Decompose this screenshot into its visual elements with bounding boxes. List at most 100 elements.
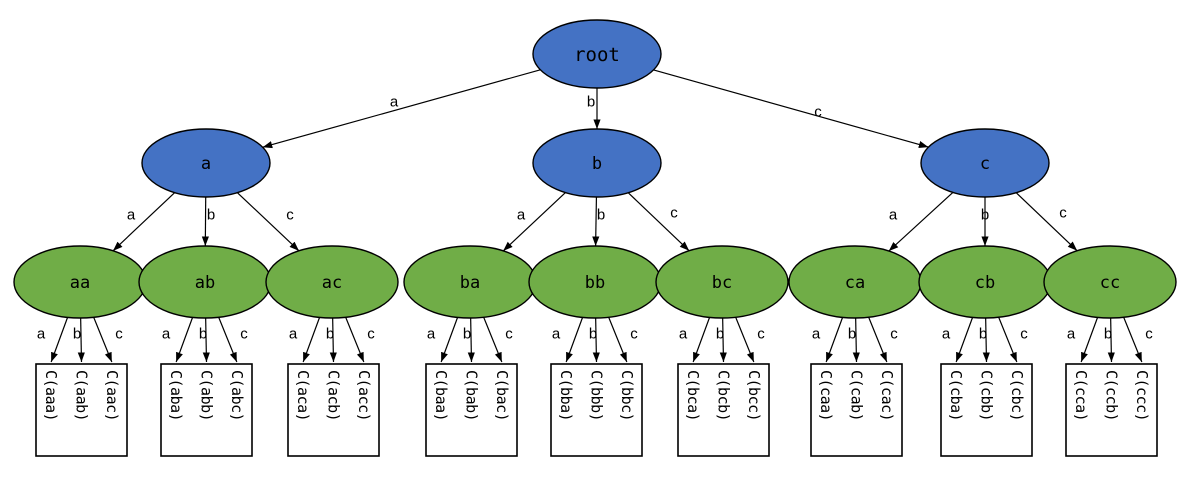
leaf-group-box-ba[interactable]: C(baa)C(bab)C(bac) [425, 363, 518, 457]
tree-node-c[interactable]: c [920, 128, 1050, 198]
edge-label: a [162, 326, 171, 343]
leaf-label: C(bba) [557, 370, 575, 421]
edge-label: a [552, 326, 561, 343]
edge-label: a [37, 326, 46, 343]
tree-edge [502, 192, 566, 252]
leaf-label: C(ccb) [1103, 370, 1121, 421]
edge-label: a [517, 207, 526, 224]
edge-label: c [1020, 326, 1028, 343]
tree-edge [982, 317, 990, 363]
node-label: ab [195, 273, 215, 293]
leaf-label: C(cac) [878, 370, 896, 421]
leaf-label: C(bab) [463, 370, 481, 421]
leaf-group-box-ab[interactable]: C(aba) C(abb) C(abc) [160, 363, 253, 457]
leaf-group-box-cc[interactable]: C(cca)C(ccb)C(ccc) [1065, 363, 1158, 457]
leaf-group-box-ac[interactable]: C(aca) C(acb) C(acc) [287, 363, 380, 457]
tree-node-ab[interactable]: ab [138, 245, 272, 319]
edge-label: a [390, 94, 399, 111]
leaf-label: C(cbb) [978, 370, 996, 421]
leaf-group-box-ca[interactable]: C(caa)C(cab)C(cac) [810, 363, 903, 457]
tree-edge [345, 316, 365, 363]
tree-edge [627, 192, 690, 252]
leaf-group-box-cb[interactable]: C(cba) C(cbb) C(cbc) [940, 363, 1033, 457]
edge-label: a [427, 326, 436, 343]
node-label: a [201, 154, 211, 174]
leaf-label: C(aca) [294, 370, 312, 421]
edge-label: a [289, 326, 298, 343]
leaf-label: C(aba) [167, 370, 185, 421]
tree-node-ca[interactable]: ca [788, 245, 922, 319]
tree-node-bc[interactable]: bc [655, 245, 789, 319]
node-label: bc [712, 273, 732, 293]
tree-edge [608, 316, 628, 363]
node-label: cc [1100, 273, 1120, 293]
node-label: aa [70, 273, 90, 293]
leaf-group-box-bc[interactable]: C(bca)C(bcb)C(bcc) [677, 363, 770, 457]
edge-label: b [326, 326, 334, 343]
tree-edge [329, 317, 337, 363]
edge-label: a [942, 326, 951, 343]
edge-label: c [757, 326, 765, 343]
tree-edge [1107, 317, 1115, 363]
tree-edge [735, 316, 755, 363]
tree-node-cc[interactable]: cc [1043, 245, 1177, 319]
tree-node-b[interactable]: b [532, 128, 662, 198]
node-label: c [980, 154, 990, 174]
tree-node-root[interactable]: root [532, 19, 662, 89]
edge-label: b [589, 326, 597, 343]
edge-label: a [1067, 326, 1076, 343]
node-label: cb [975, 273, 995, 293]
tree-edge [50, 317, 69, 363]
leaf-box [35, 363, 128, 457]
leaf-box [287, 363, 380, 457]
leaf-label: C(cbc) [1008, 370, 1026, 421]
tree-edge [692, 317, 711, 363]
edge-label: b [981, 207, 989, 224]
leaf-label: C(acb) [325, 370, 343, 421]
tree-edge [467, 317, 475, 363]
node-shape [532, 128, 662, 198]
edge-label: c [670, 205, 678, 222]
edge-label: c [240, 326, 248, 343]
tree-edge [175, 317, 194, 363]
leaf-label: C(baa) [432, 370, 450, 421]
tree-node-a[interactable]: a [141, 128, 271, 198]
tree-node-ac[interactable]: ac [265, 245, 399, 319]
tree-node-cb[interactable]: cb [918, 245, 1052, 319]
tree-node-ba[interactable]: ba [403, 245, 537, 319]
leaf-box [677, 363, 770, 457]
edge-label: b [1104, 326, 1112, 343]
tree-node-aa[interactable]: aa [13, 245, 147, 319]
edge-label: c [630, 326, 638, 343]
edge-label: a [679, 326, 688, 343]
tree-edge [565, 317, 584, 363]
leaf-label: C(cba) [947, 370, 965, 421]
node-label: root [574, 44, 620, 66]
edge-label: c [367, 326, 375, 343]
tree-edge [888, 191, 954, 252]
tree-edge [998, 316, 1018, 363]
tree-edge [202, 317, 210, 363]
tree-edge [236, 192, 300, 252]
leaf-label: C(bcc) [745, 370, 763, 421]
leaf-label: C(cca) [1072, 370, 1090, 421]
leaf-box [425, 363, 518, 457]
tree-edge [1123, 316, 1143, 363]
tree-edge [93, 316, 113, 363]
tree-node-bb[interactable]: bb [528, 245, 662, 319]
leaf-label: C(abb) [198, 370, 216, 421]
leaf-label: C(caa) [817, 370, 835, 421]
edge-label: a [127, 207, 136, 224]
edge-label: c [1059, 205, 1067, 222]
edges-layer [50, 69, 1143, 363]
tree-edge [825, 317, 844, 363]
leaf-label: C(acc) [355, 370, 373, 421]
tree-edge [218, 316, 238, 363]
node-shape [532, 19, 662, 89]
edge-label: b [716, 326, 724, 343]
leaf-group-box-bb[interactable]: C(bba)C(bbb)C(bbc) [550, 363, 643, 457]
leaf-group-box-aa[interactable]: C(aaa)C(aab)C(aac) [35, 363, 128, 457]
leaf-label: C(abc) [228, 370, 246, 421]
